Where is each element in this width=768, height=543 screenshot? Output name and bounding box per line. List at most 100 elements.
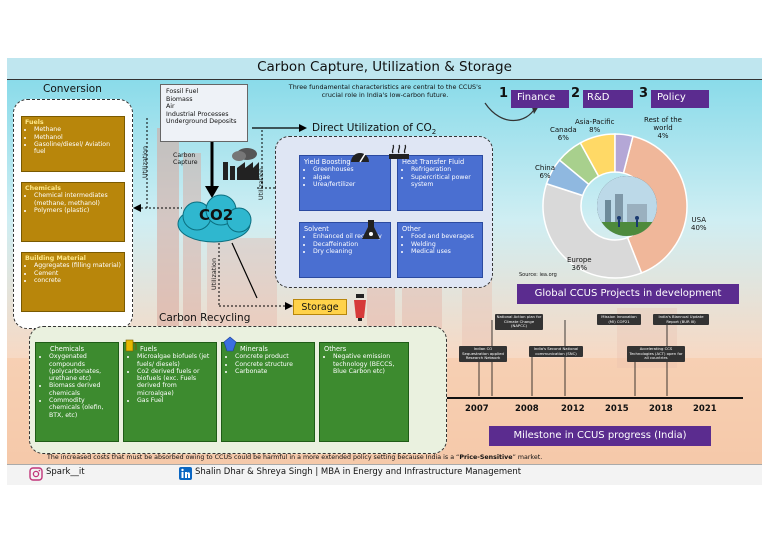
list-item: Dry cleaning [313,248,386,255]
fuel-pump-icon [125,339,137,352]
source-item: Fossil Fuel [166,88,199,95]
infographic-poster: Carbon Capture, Utilization & Storage Co… [7,58,762,485]
co2-text: CO2 [199,206,234,224]
direct-box-other: Other Food and beverages Welding Medical… [397,222,483,278]
milestone-title: Milestone in CCUS progress (India) [489,426,711,446]
milestone-year: 2021 [693,404,717,414]
conversion-box-building-material: Building Material Aggregates (filling ma… [21,252,125,312]
list-item: algae [313,174,386,181]
footer-note-emphasis: Price-Sensitive [459,454,513,461]
pie-label-rest-of-world: Rest of the world 4% [639,116,687,140]
co2-cloud-icon [177,194,252,243]
recycling-box-fuels: Fuels Microalgae biofuels (jet fuels/ di… [123,342,217,442]
footer-note: The increased costs that must be absorbe… [47,454,747,461]
list-item: Refrigeration [411,166,478,173]
milestone-event: National Action plan for Climate Change … [495,314,543,330]
source-item: Air [166,103,175,111]
list-item: Gas Fuel [137,397,212,404]
pie-label-asia-pacific: Asia-Pacific 8% [575,118,614,134]
list-item: Welding [411,241,478,248]
recycling-box-minerals: Minerals Concrete product Concrete struc… [221,342,315,442]
pie-center-image [597,176,657,236]
box-title: Solvent [304,225,329,233]
box-title: Yield Boosting [304,158,351,166]
direct-box-yield-boosting: Yield Boosting Greenhouses algae Urea/fe… [299,155,391,211]
carbon-capture-label: Carbon Capture [173,152,198,166]
slice-value: 4% [657,132,669,140]
box-title: Minerals [240,345,268,353]
co2-sources-box: Fossil Fuel Biomass Air Industrial Proce… [160,84,248,142]
flask-icon [362,220,380,239]
list-item: Commodity chemicals (olefin, BTX, etc) [49,397,114,419]
pie-slice-rest-of-the-world [614,133,634,174]
slice-value: 36% [571,264,588,272]
direct-box-heat-transfer: Heat Transfer Fluid Refrigeration Superc… [397,155,483,211]
list-item: concrete [34,277,121,284]
list-item: Food and beverages [411,233,478,240]
authors: Shalin Dhar & Shreya Singh | MBA in Ener… [195,467,522,477]
slice-value: 6% [557,134,569,142]
characteristic-number: 3 [639,86,649,101]
carbon-recycling-label: Carbon Recycling [159,312,251,324]
list-item: Concrete product [235,353,310,360]
social-handle: Spark__it [46,467,85,477]
conversion-box-chemicals: Chemicals Chemical intermediates (methan… [21,182,125,242]
box-title: Fuels [25,119,44,126]
pie-slice-europe [542,182,643,279]
list-item: Polymers (plastic) [34,207,121,214]
box-title: Other [402,225,421,233]
list-item: Methane [34,126,121,133]
direct-utilization-subscript: 2 [431,128,437,137]
list-item: Carbonate [235,368,310,375]
source-item: Underground Deposits [166,118,237,126]
slice-value: 40% [691,224,707,232]
list-item: Negative emission technology (BECCS, Blu… [333,353,404,375]
conversion-label: Conversion [43,83,102,95]
milestone-year: 2018 [649,404,673,414]
chart-title: Global CCUS Projects in development [517,284,739,304]
pie-label-china: China 6% [535,164,555,180]
list-item: Biomass derived chemicals [49,382,114,397]
box-title: Others [324,345,347,353]
slice-name: Rest of the world [644,116,682,132]
box-title: Fuels [140,345,157,353]
milestone-year: 2007 [465,404,489,414]
storage-tank-icon [354,294,366,321]
milestone-event: Accelerating CCS Technologies (ACT) open… [627,346,685,362]
characteristic-policy: Policy [651,90,709,108]
characteristic-finance: Finance [511,90,569,108]
factory-icon [223,148,259,180]
list-item: Co2 derived fuels or biofuels (exc. Fuel… [137,368,212,397]
recycling-box-others: Others Negative emission technology (BEC… [319,342,409,442]
instagram-icon [29,467,43,481]
list-item: Gasoline/diesel/ Aviation fuel [34,141,121,156]
linkedin-icon [179,467,192,480]
box-title: Chemicals [50,345,85,353]
list-item: Enhanced oil recovery [313,233,386,240]
slice-name: Canada [550,126,577,134]
pie-label-europe: Europe 36% [567,256,592,272]
slice-name: Asia-Pacific [575,118,615,126]
footer-bar [7,464,762,485]
page-title: Carbon Capture, Utilization & Storage [257,59,512,75]
milestone-event: India's Second National communication (S… [529,346,583,358]
source-item: Industrial Processes [166,110,229,118]
list-item: Methanol [34,134,121,141]
list-item: Chemical intermediates (methane, methano… [34,192,121,207]
footer-note-end: ” market. [512,454,543,461]
utilization-label-bottom: Utilization [210,258,218,291]
pie-label-usa: USA 40% [691,216,707,232]
list-item: Cement [34,270,121,277]
heat-icon [389,144,409,159]
footer-note-text: The increased costs that must be absorbe… [47,454,460,461]
conversion-box-fuels: Fuels Methane Methanol Gasoline/diesel/ … [21,116,125,172]
milestone-year: 2015 [605,404,629,414]
slice-name: Europe [567,256,592,264]
title-bar [7,58,762,80]
intro-text: Three fundamental characteristics are ce… [288,83,482,99]
gauge-icon [351,153,369,163]
list-item: Aggregates (filling material) [34,262,121,269]
list-item: Greenhouses [313,166,386,173]
list-item: Medical uses [411,248,478,255]
characteristics-row: 1 Finance 2 R&D 3 Policy [499,86,709,110]
